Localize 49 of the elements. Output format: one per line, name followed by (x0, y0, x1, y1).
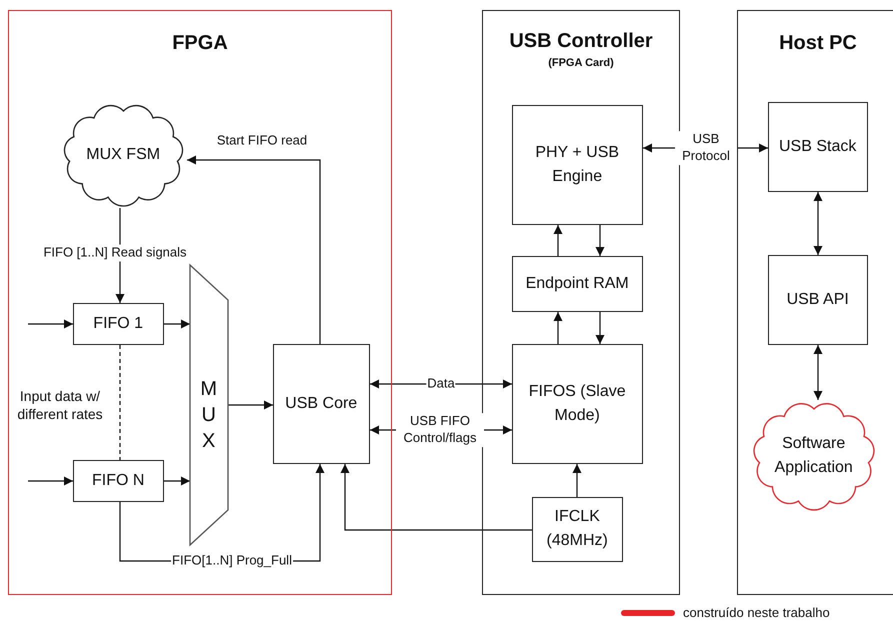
edge-label: USB Protocol (675, 131, 737, 165)
arrow (554, 225, 562, 256)
panel-title: Host PC (778, 33, 858, 53)
box-label: FIFOS (Slave Mode) (528, 382, 627, 426)
container-panel (737, 10, 893, 595)
box-label: Endpoint RAM (524, 274, 630, 294)
arrow (554, 312, 562, 344)
process-box (72, 302, 164, 345)
arrow (340, 464, 532, 531)
arrow (814, 345, 822, 400)
arrow (164, 476, 190, 486)
shape-label: MUX FSM (86, 144, 160, 165)
arrow (228, 400, 273, 410)
process-box (272, 344, 370, 464)
panel-title: USB Controller (508, 31, 654, 51)
arrow (596, 225, 604, 256)
process-box (768, 254, 868, 345)
arrow (187, 156, 321, 344)
box-label: USB Stack (778, 136, 858, 157)
edge-label: FIFO [1..N] Read signals (42, 244, 188, 262)
arrow (572, 464, 582, 497)
process-box (512, 344, 643, 464)
box-label: IFCLK (48MHz) (546, 507, 609, 552)
arrow (28, 476, 73, 486)
legend-text: construído neste trabalho (683, 605, 830, 620)
arrow (814, 192, 822, 255)
connector-line (119, 345, 121, 460)
shape-label: MUX (199, 376, 218, 454)
arrow (164, 320, 190, 328)
process-box (512, 256, 643, 312)
arrow (28, 320, 73, 328)
process-box (768, 102, 868, 192)
process-box (72, 460, 164, 502)
shape-label: Software Application (774, 434, 854, 478)
box-label: USB Core (284, 394, 358, 414)
box-label: PHY + USB Engine (534, 142, 620, 187)
container-panel (8, 10, 392, 595)
process-box (532, 496, 623, 562)
arrow (596, 312, 604, 344)
panel-subtitle: (FPGA Card) (547, 58, 615, 69)
box-label: FIFO N (90, 470, 146, 491)
container-panel (482, 10, 680, 595)
box-label: USB API (786, 290, 850, 310)
panel-title: FPGA (171, 33, 229, 53)
multiplexer-trapezoid (190, 264, 228, 545)
edge-label: USB FIFO Control/flags (396, 413, 484, 447)
process-box (512, 104, 643, 225)
edge-label: FIFO[1..N] Prog_Full (171, 552, 293, 570)
box-label: FIFO 1 (92, 314, 144, 334)
